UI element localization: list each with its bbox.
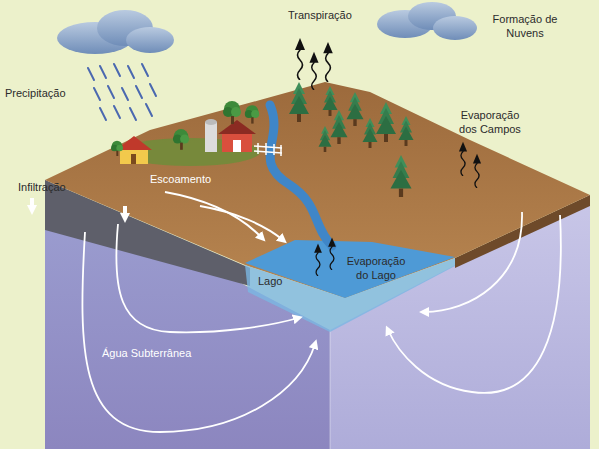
label-text: Evaporação do Lago <box>343 254 409 283</box>
label-text: Precipitação <box>5 86 66 100</box>
label-text: Transpiração <box>288 8 352 22</box>
label-text: Formação de Nuvens <box>488 12 562 41</box>
label-text: Evaporação dos Campos <box>452 108 528 137</box>
label-text: Água Subterrânea <box>102 346 191 360</box>
label-text: Infiltração <box>18 180 66 194</box>
label-text: Escoamento <box>150 172 211 186</box>
label-text: Lago <box>258 274 282 288</box>
